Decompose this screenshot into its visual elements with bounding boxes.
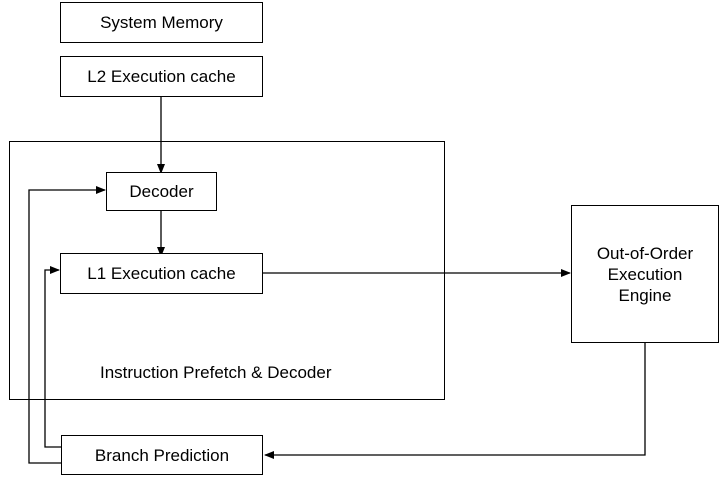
group-label: Instruction Prefetch & Decoder — [100, 363, 332, 382]
l2-execution-cache-box: L2 Execution cache — [60, 56, 263, 97]
l1-execution-cache-box: L1 Execution cache — [60, 253, 263, 294]
edge-branch-to-decoder — [28, 186, 106, 464]
out-of-order-engine-label: Out-of-Order Execution Engine — [596, 243, 694, 305]
out-of-order-engine-box: Out-of-Order Execution Engine — [571, 205, 719, 343]
l2-execution-cache-label: L2 Execution cache — [87, 67, 236, 86]
edge-ooo-to-branch — [264, 343, 646, 459]
l1-execution-cache-label: L1 Execution cache — [87, 264, 236, 283]
decoder-box: Decoder — [106, 172, 217, 211]
branch-prediction-label: Branch Prediction — [94, 445, 230, 465]
system-memory-box: System Memory — [60, 2, 263, 43]
branch-prediction-box: Branch Prediction — [61, 435, 263, 475]
decoder-label: Decoder — [129, 182, 194, 201]
edge-branch-to-l1 — [44, 266, 61, 448]
system-memory-label: System Memory — [100, 13, 223, 32]
instruction-prefetch-decoder-group — [9, 141, 445, 400]
